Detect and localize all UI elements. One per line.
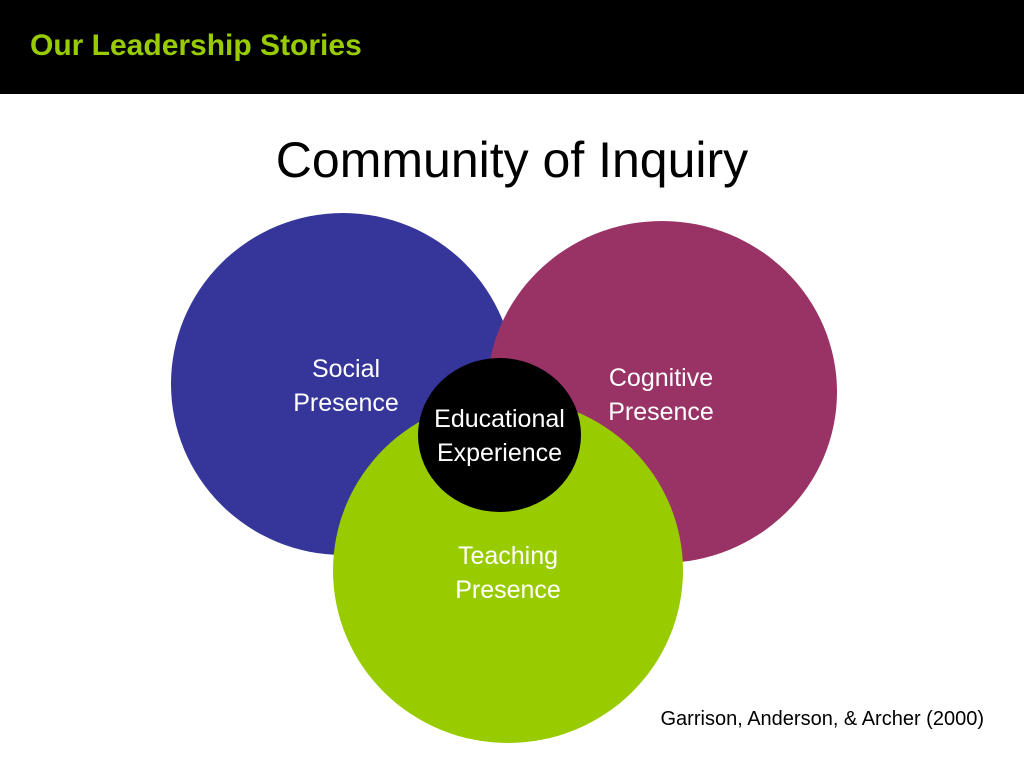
social-presence-label: Social Presence — [293, 355, 399, 417]
educational-experience-label: Educational Experience — [434, 405, 565, 467]
header-bar: Our Leadership Stories — [0, 0, 1024, 94]
slide-title: Community of Inquiry — [275, 132, 749, 188]
citation: Garrison, Anderson, & Archer (2000) — [660, 708, 985, 730]
teaching-presence-label: Teaching Presence — [455, 542, 561, 604]
header-title: Our Leadership Stories — [30, 29, 362, 62]
educational-experience-circle — [418, 358, 581, 512]
cognitive-presence-label: Cognitive Presence — [608, 364, 714, 426]
